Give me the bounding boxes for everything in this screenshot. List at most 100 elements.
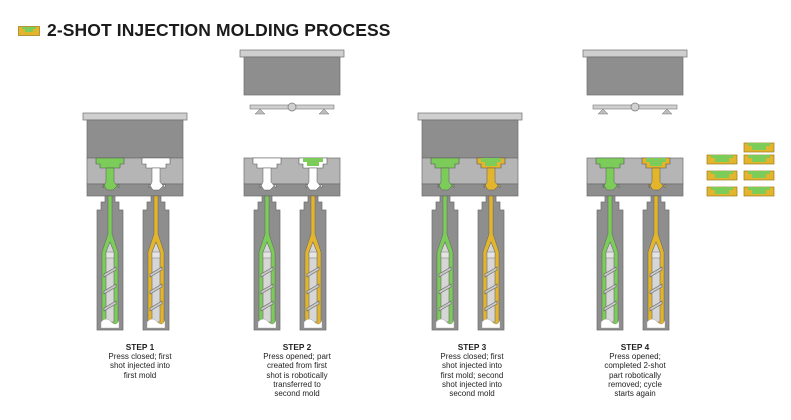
caption-line: Press opened; [609,352,661,362]
barrel-base [303,318,323,329]
screw-flight [603,300,617,312]
sprue-channel [437,167,455,191]
barrel-base [435,318,455,329]
step-1-diagram [82,112,188,331]
screw-flight [438,266,452,278]
upper-mold-half [586,56,684,96]
stationary-plate [421,183,519,197]
screw-tip-collar [440,251,450,259]
robot-pivot [287,102,297,112]
transferred-part [303,158,323,166]
step-1-label: STEP 1 [125,342,155,352]
screw-flight [484,300,498,312]
caption-line: first mold; second [440,370,504,380]
sprue-channel [259,167,277,191]
caption-line: removed; cycle [608,379,662,389]
step-2-diagram [239,49,345,331]
step-4-label: STEP 4 [620,342,650,352]
finished-part-core [748,143,770,150]
caption-line: Press closed; first [108,352,172,362]
stationary-plate [86,183,184,197]
robot-gripper [254,108,266,115]
screw-tip-collar [151,251,161,259]
barrel-base [257,318,277,329]
caption-line: shot injected into [441,379,503,389]
caption-line: shot injected into [441,361,503,371]
caption-line: created from first [266,361,327,371]
first-cavity [95,157,125,169]
screw-tip-collar [105,251,115,259]
finished-part-core [711,155,733,162]
page-title: 2-SHOT INJECTION MOLDING PROCESS [18,20,391,41]
screw-flight [306,266,320,278]
sprue-channel [148,167,166,191]
screw-flight [484,266,498,278]
screw-flight [649,300,663,312]
barrel-base [146,318,166,329]
finished-part-core [748,187,770,194]
screw-flight [103,266,117,278]
caption-line: shot injected into [109,361,171,371]
screw-tip-collar [262,251,272,259]
caption-line: Press closed; first [440,352,504,362]
sprue-channel [602,167,620,191]
upper-mold-half [86,119,184,159]
press-platen [239,49,345,58]
step-4-diagram [582,49,688,331]
stationary-plate [243,183,341,197]
transferred-part [646,158,666,166]
screw-flight [260,283,274,295]
robot-pivot [630,102,640,112]
caption-line: first mold [123,370,157,380]
caption-line: Press opened; part [263,352,331,362]
upper-mold-half [243,56,341,96]
molded-part-icon [18,25,40,36]
sprue-channel [648,167,666,191]
screw-flight [103,283,117,295]
press-platen [82,112,188,121]
screw-flight [649,283,663,295]
screw-flight [149,283,163,295]
finished-part-core [748,171,770,178]
screw-tip-collar [651,251,661,259]
screw-tip-collar [605,251,615,259]
screw-flight [438,283,452,295]
finished-parts [706,142,775,197]
robot-gripper [597,108,609,115]
screw-tip-collar [486,251,496,259]
screw-flight [260,300,274,312]
transferred-part [481,158,501,166]
barrel-base [600,318,620,329]
caption-line: second mold [274,389,320,399]
step-2-label: STEP 2 [282,342,312,352]
sprue-channel [483,167,501,191]
sprue-channel [102,167,120,191]
screw-flight [306,300,320,312]
first-cavity [252,157,282,169]
finished-part-core [748,155,770,162]
robot-gripper [661,108,673,115]
first-cavity [430,157,460,169]
press-platen [582,49,688,58]
step-3-label: STEP 3 [457,342,487,352]
finished-part-core [711,171,733,178]
barrel-base [481,318,501,329]
upper-mold-half [421,119,519,159]
sprue-channel [305,167,323,191]
first-cavity [595,157,625,169]
screw-flight [603,283,617,295]
finished-part-core [711,187,733,194]
barrel-base [646,318,666,329]
title-text: 2-SHOT INJECTION MOLDING PROCESS [47,20,391,40]
screw-flight [438,300,452,312]
caption-line: starts again [614,389,656,399]
